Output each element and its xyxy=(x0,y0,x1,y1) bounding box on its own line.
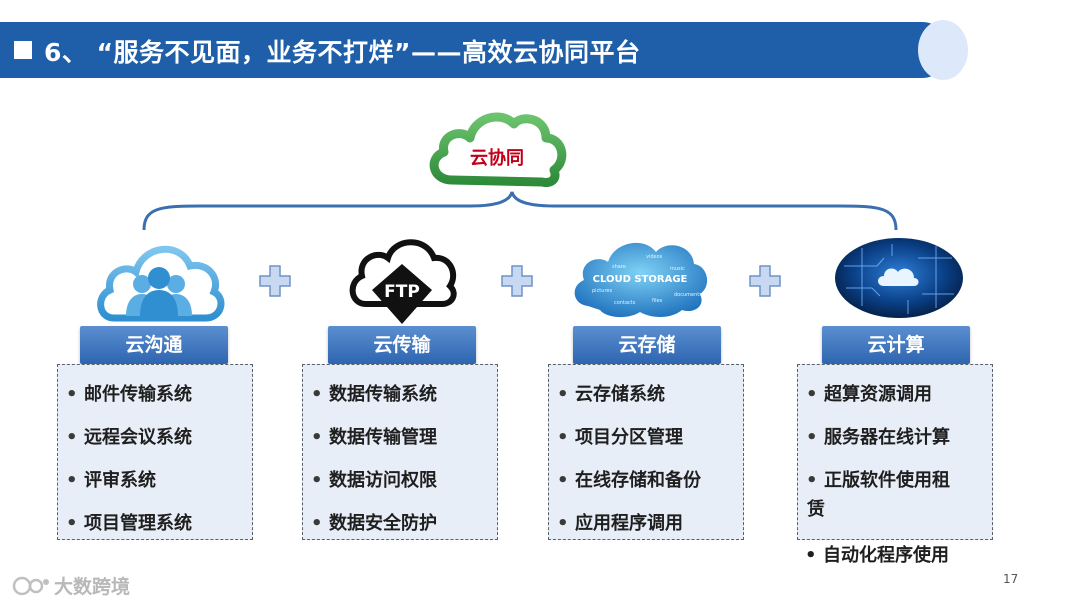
tag-contacts: contacts xyxy=(614,300,636,306)
cloud-storage-icon: CLOUD STORAGE share videos music picture… xyxy=(570,232,710,322)
list-item: 数据传输管理 xyxy=(303,416,497,459)
ftp-text: FTP xyxy=(384,282,420,302)
list-item: 远程会议系统 xyxy=(58,416,252,459)
green-cloud-icon xyxy=(429,112,567,187)
circuit-cloud-icon xyxy=(832,236,966,320)
plus-icon xyxy=(749,265,781,297)
label-cloud-communication: 云沟通 xyxy=(80,326,228,364)
list-item: 超算资源调用 xyxy=(798,373,992,416)
list-box-computing: 超算资源调用 服务器在线计算 正版软件使用租 赁 xyxy=(797,364,993,540)
tag-files: files xyxy=(652,298,663,304)
list-item: 云存储系统 xyxy=(549,373,743,416)
watermark: 大数跨境 xyxy=(10,572,130,599)
list-item: 正版软件使用租 xyxy=(798,459,992,502)
list-item: 评审系统 xyxy=(58,459,252,502)
plus-icon xyxy=(259,265,291,297)
center-label: 云协同 xyxy=(470,148,524,169)
tag-share: share xyxy=(612,264,626,270)
list-item: 数据访问权限 xyxy=(303,459,497,502)
square-bullet-icon xyxy=(14,41,32,59)
people-cloud-icon xyxy=(92,232,226,324)
list-item: 邮件传输系统 xyxy=(58,373,252,416)
list-item: 项目分区管理 xyxy=(549,416,743,459)
list-box-transfer: 数据传输系统 数据传输管理 数据访问权限 数据安全防护 xyxy=(302,364,498,545)
title-circle-decoration xyxy=(918,20,968,80)
list-item: 数据安全防护 xyxy=(303,502,497,545)
list-item: 数据传输系统 xyxy=(303,373,497,416)
list-item: 项目管理系统 xyxy=(58,502,252,545)
list-item: 在线存储和备份 xyxy=(549,459,743,502)
list-item-continuation: 赁 xyxy=(807,499,825,520)
curly-brace xyxy=(142,191,898,231)
label-cloud-transfer: 云传输 xyxy=(328,326,476,364)
list-item: 服务器在线计算 xyxy=(798,416,992,459)
tag-videos: videos xyxy=(646,254,663,260)
label-cloud-computing: 云计算 xyxy=(822,326,970,364)
tag-pictures: pictures xyxy=(592,288,612,294)
ftp-cloud-icon: FTP xyxy=(346,234,458,326)
center-cloud: 云协同 xyxy=(422,100,572,195)
list-box-storage: 云存储系统 项目分区管理 在线存储和备份 应用程序调用 xyxy=(548,364,744,545)
tag-documents: documents xyxy=(674,292,702,298)
page-title: 6、 “服务不见面，业务不打烊”——高效云协同平台 xyxy=(44,38,641,67)
page-number: 17 xyxy=(1003,572,1019,586)
watermark-text: 大数跨境 xyxy=(54,576,131,598)
list-box-communication: 邮件传输系统 远程会议系统 评审系统 项目管理系统 xyxy=(57,364,253,545)
label-cloud-storage: 云存储 xyxy=(573,326,721,364)
title-bar: 6、 “服务不见面，业务不打烊”——高效云协同平台 xyxy=(0,22,950,78)
list-item: 自动化程序使用 xyxy=(797,538,949,574)
tag-music: music xyxy=(670,266,685,272)
list-item: 应用程序调用 xyxy=(549,502,743,545)
cloud-storage-line1: CLOUD STORAGE xyxy=(593,274,688,285)
watermark-logo-icon xyxy=(12,576,49,595)
plus-icon xyxy=(501,265,533,297)
